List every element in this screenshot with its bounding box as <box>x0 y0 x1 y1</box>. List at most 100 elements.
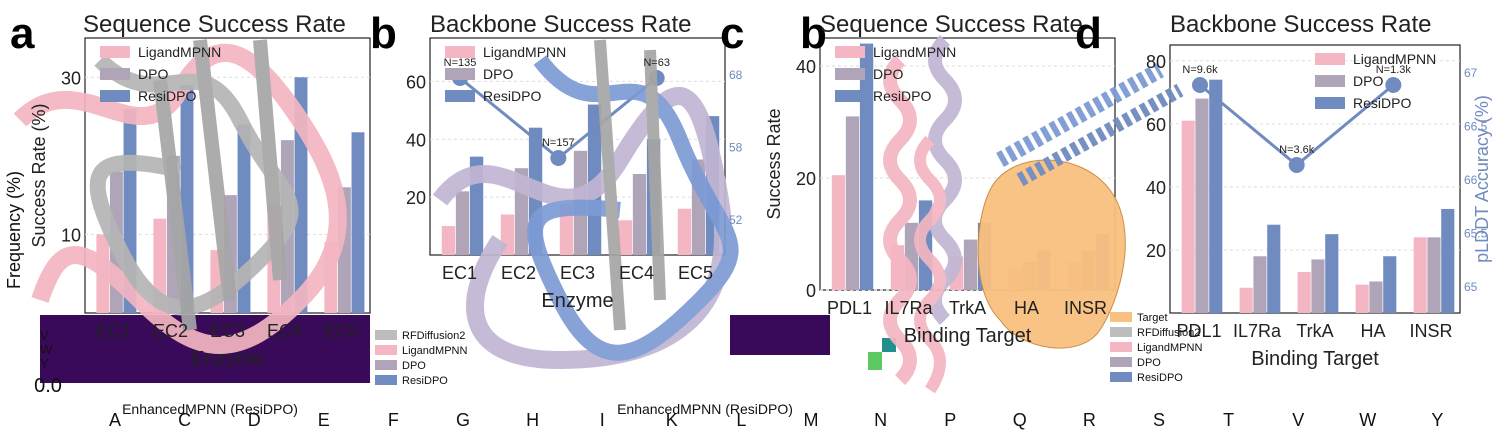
ytick-3-1: 40 <box>1146 178 1166 198</box>
amino-acid-tick-A: A <box>109 410 121 430</box>
bar-2-0-0 <box>831 175 846 290</box>
category-label-2-3: HA <box>1014 298 1039 318</box>
amino-acid-tick-T: T <box>1223 410 1234 430</box>
y-axis-label-2: Success Rate <box>764 108 784 219</box>
heatmap-cell-green <box>868 352 882 370</box>
category-label-3-4: INSR <box>1409 321 1452 341</box>
right-ytick-1-1: 58 <box>729 141 743 155</box>
chart-title-3: Backbone Success Rate <box>1170 11 1431 38</box>
amino-acid-tick-Y: Y <box>1431 410 1443 430</box>
ytick-2-2: 40 <box>796 57 816 77</box>
bar-3-2-1 <box>1267 224 1281 313</box>
category-label-2-0: PDL1 <box>827 298 872 318</box>
panel-letter-a: a <box>10 9 35 58</box>
category-label-0-2: EC3 <box>210 321 245 341</box>
amino-acid-tick-E: E <box>318 410 330 430</box>
right-ytick-1-2: 68 <box>729 68 743 82</box>
panel-letter-b: b <box>370 9 397 58</box>
right-ytick-3-1: 65.5 <box>1464 227 1488 241</box>
bar-3-1-0 <box>1195 98 1209 313</box>
structure-legend-left-swatch-2 <box>375 360 397 370</box>
amino-acid-tick-L: L <box>736 410 746 430</box>
ytick-3-2: 60 <box>1146 115 1166 135</box>
protein-structure-enzyme-left <box>13 39 347 354</box>
structure-legend-right-swatch-1 <box>1110 327 1132 337</box>
accuracy-point-1-1 <box>550 150 567 166</box>
bar-2-2-0 <box>859 43 874 290</box>
heatmap-zero-label: 0.0 <box>34 375 62 397</box>
category-label-1-3: EC4 <box>619 263 654 283</box>
legend-label-0-0: LigandMPNN <box>138 44 221 60</box>
category-label-3-2: TrkA <box>1296 321 1333 341</box>
category-label-2-1: IL7Ra <box>884 298 933 318</box>
structure-legend-left-swatch-0 <box>375 330 397 340</box>
structure-legend-right-swatch-3 <box>1110 357 1132 367</box>
annotation-1-1: N=157 <box>542 137 575 149</box>
bar-3-1-1 <box>1253 256 1267 313</box>
helix-blue-1 <box>996 63 1164 167</box>
helix-blue-2 <box>1016 83 1184 187</box>
ribbon-pink <box>13 44 347 354</box>
legend-swatch-3-0 <box>1315 53 1345 65</box>
legend-swatch-2-0 <box>835 46 865 58</box>
right-ytick-1-0: 52 <box>729 213 743 227</box>
bar-3-1-3 <box>1369 281 1383 313</box>
bar-0-2-4 <box>351 132 365 313</box>
amino-acid-tick-N: N <box>874 410 887 430</box>
legend-label-1-1: DPO <box>483 66 513 82</box>
legend-label-3-2: ResiDPO <box>1353 95 1411 111</box>
amino-acid-tick-I: I <box>600 410 605 430</box>
amino-acid-tick-V: V <box>1292 410 1304 430</box>
protein-structure-enzyme-right <box>432 39 739 370</box>
bar-3-2-4 <box>1441 208 1455 313</box>
ytick-0-1: 30 <box>61 68 81 88</box>
right-ytick-3-4: 67 <box>1464 66 1478 80</box>
accuracy-point-3-0 <box>1192 77 1208 93</box>
category-label-1-2: EC3 <box>560 263 595 283</box>
legend-swatch-1-2 <box>445 90 475 102</box>
right-ytick-3-2: 66 <box>1464 173 1478 187</box>
x-axis-label-2: Binding Target <box>904 325 1032 347</box>
bar-3-2-2 <box>1325 234 1339 313</box>
ribbon-grey-3 <box>594 39 666 331</box>
bar-2-1-2 <box>963 239 978 290</box>
category-label-3-0: PDL1 <box>1176 321 1221 341</box>
helix-pink-2 <box>914 135 946 394</box>
panel-letter-d: d <box>1075 9 1102 58</box>
ribbon-blue <box>527 55 739 361</box>
accuracy-point-3-1 <box>1288 157 1305 173</box>
x-axis-label-0: Enzyme <box>191 348 263 370</box>
ytick-0-0: 10 <box>61 225 81 245</box>
ytick-2-1: 20 <box>796 169 816 189</box>
target-surface <box>977 159 1126 349</box>
structure-legend-left-swatch-1 <box>375 345 397 355</box>
protein-structure-binder-right <box>977 63 1184 349</box>
ribbon-lavender <box>432 87 733 370</box>
bar-2-1-0 <box>845 116 860 291</box>
annotation-3-2: N=1.3k <box>1376 64 1412 76</box>
amino-acid-tick-F: F <box>388 410 399 430</box>
category-label-3-3: HA <box>1360 321 1385 341</box>
bar-1-0-3 <box>618 220 633 255</box>
annotation-3-1: N=3.6k <box>1279 144 1315 156</box>
frequency-axis-label: Frequency (%) <box>4 171 24 289</box>
legend-label-3-1: DPO <box>1353 73 1383 89</box>
structure-legend-right-0: Target <box>1137 312 1168 324</box>
amino-acid-tick-M: M <box>804 410 819 430</box>
bar-3-1-2 <box>1311 259 1325 313</box>
category-label-3-1: IL7Ra <box>1233 321 1282 341</box>
ytick-1-1: 40 <box>406 130 426 150</box>
accuracy-point-3-2 <box>1385 77 1402 93</box>
category-label-2-4: INSR <box>1064 298 1107 318</box>
ytick-1-2: 60 <box>406 72 426 92</box>
bar-1-1-0 <box>455 191 470 255</box>
structure-legend-right-swatch-4 <box>1110 372 1132 382</box>
chart-title-2: Sequence Success Rate <box>820 11 1083 38</box>
legend-swatch-1-0 <box>445 46 475 58</box>
legend-swatch-3-2 <box>1315 97 1345 109</box>
bar-3-0-4 <box>1413 237 1427 313</box>
bar-3-0-2 <box>1297 272 1311 313</box>
protein-structure-binder-left <box>883 35 962 394</box>
heatmap-xlabel-right: EnhancedMPNN (ResiDPO) <box>617 401 793 417</box>
